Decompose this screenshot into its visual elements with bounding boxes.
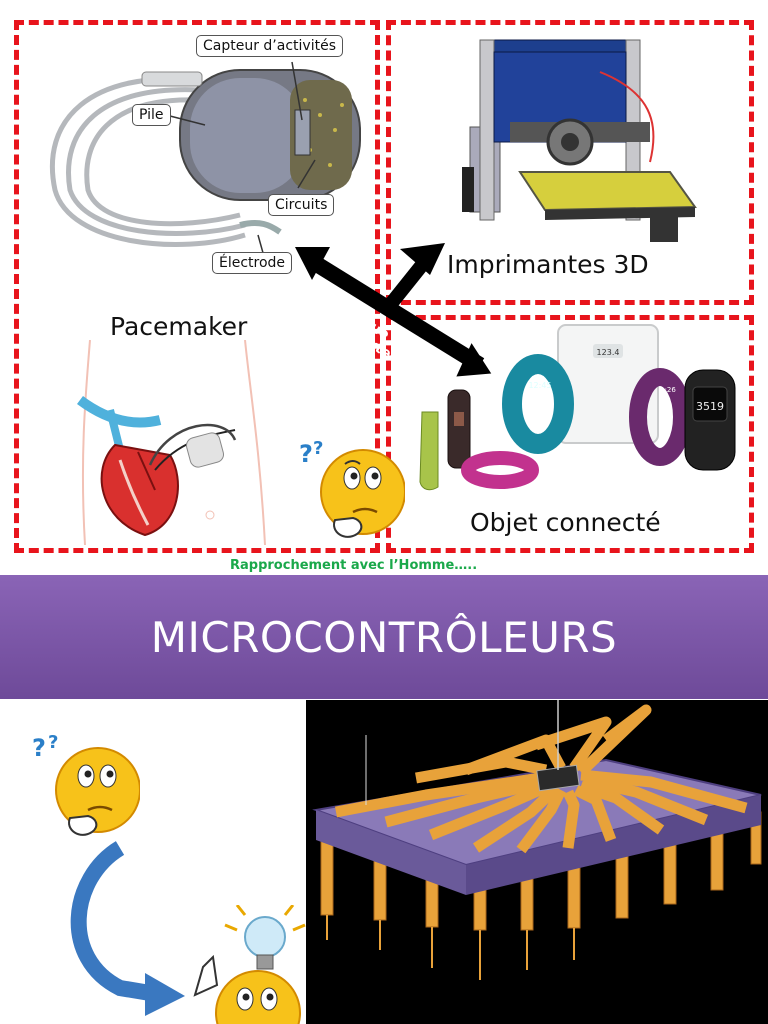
subtitle: Rapprochement avec l’Homme….. [230,558,478,573]
scale-display: 123.4 [597,348,620,357]
printer-label: Imprimantes 3D [447,250,649,279]
callout-electrode: Électrode [212,252,293,274]
pacemaker-frame [14,20,380,553]
svg-text:?: ? [32,734,46,762]
connection-arrows [295,243,492,377]
printer-frame [386,20,754,305]
chest-heart-illustration [77,340,266,545]
band-time-2: 1:26 [660,386,676,394]
3d-printer-illustration [462,39,697,242]
callout-circuits: Circuits [268,194,335,216]
microchip-icon [312,700,762,980]
watch-time: 3519 [696,400,724,413]
page-title: MICROCONTRÔLEURS [150,613,618,662]
callout-battery: Pile [132,104,171,126]
pacemaker-illustration [49,61,361,261]
thinking-emoji-icon: ? ? [32,732,140,836]
svg-text:?: ? [299,440,313,468]
pacemaker-label: Pacemaker [110,312,248,341]
connected-objects-illustration: 123.4 12:45 1:26 3519 [419,324,736,491]
connected-label: Objet connecté [470,508,661,537]
title-banner: MICROCONTRÔLEURS [0,575,768,699]
connected-frame [386,315,754,553]
thinking-emoji-icon: ? ? [299,438,405,538]
callout-sensor: Capteur d’activités [196,35,343,57]
band-time-1: 12:45 [528,381,551,390]
light-bulb-icon [224,905,306,970]
curved-arrow-icon [70,841,185,1016]
svg-text:?: ? [48,732,58,753]
svg-text:?: ? [313,438,323,459]
idea-emoji-icon [193,955,301,1024]
